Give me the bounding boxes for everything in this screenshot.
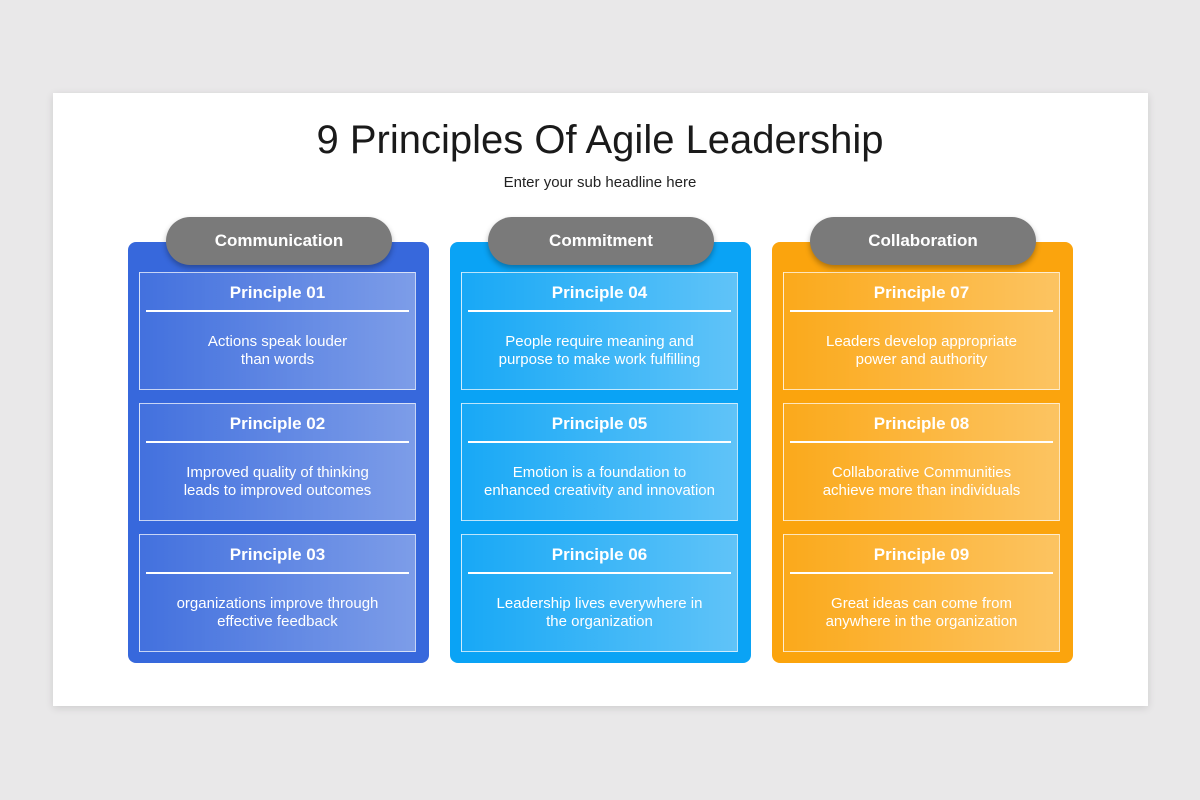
category-tab: Communication <box>166 217 392 265</box>
divider <box>146 572 409 574</box>
divider <box>790 572 1053 574</box>
principle-heading: Principle 03 <box>229 545 326 564</box>
category-tab: Commitment <box>488 217 714 265</box>
divider <box>790 310 1053 312</box>
divider <box>146 441 409 443</box>
divider <box>146 310 409 312</box>
principle-heading: Principle 04 <box>551 283 648 302</box>
divider <box>468 441 731 443</box>
page-title: 9 Principles Of Agile Leadership <box>316 118 884 162</box>
principle-heading: Principle 08 <box>873 414 970 433</box>
principle-heading: Principle 01 <box>229 283 326 302</box>
principle-heading: Principle 06 <box>551 545 648 564</box>
subtitle: Enter your sub headline here <box>503 174 697 191</box>
divider <box>468 572 731 574</box>
category-tab: Collaboration <box>810 217 1036 265</box>
principle-card: Principle 06 Leadership lives everywhere … <box>461 534 738 652</box>
principle-card: Principle 03 organizations improve throug… <box>139 534 416 652</box>
principle-card: Principle 02 Improved quality of thinking… <box>139 403 416 521</box>
principle-heading: Principle 02 <box>229 414 326 433</box>
principle-heading: Principle 05 <box>551 414 648 433</box>
divider <box>790 441 1053 443</box>
principle-heading: Principle 09 <box>873 545 970 564</box>
divider <box>468 310 731 312</box>
principle-heading: Principle 07 <box>873 283 970 302</box>
